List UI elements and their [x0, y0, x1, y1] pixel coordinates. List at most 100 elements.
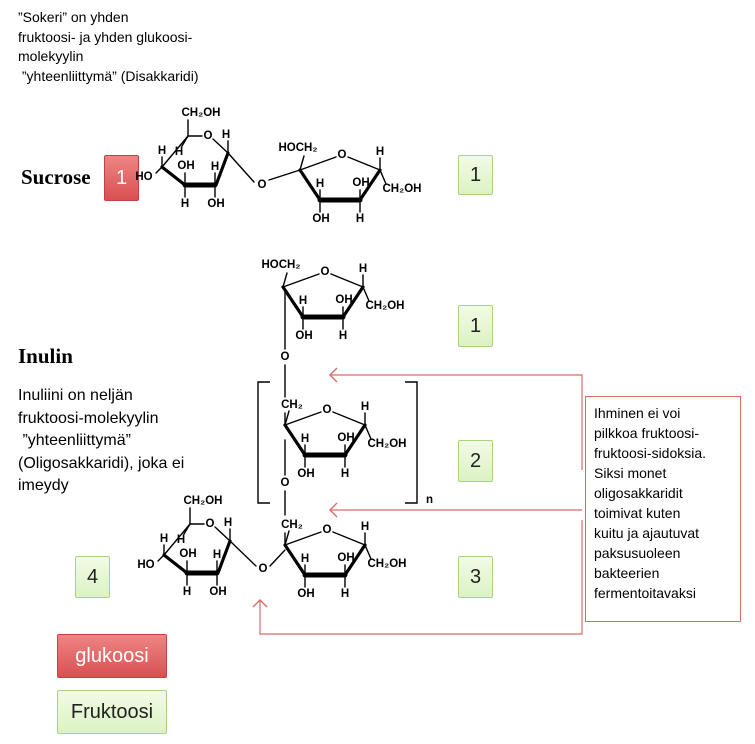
fructose-inulin-top-bond: [330, 273, 364, 288]
glucose-sucrose-oh-label: OH: [177, 160, 194, 172]
fructose-sucrose-bond-bold: [358, 168, 382, 202]
fructose-inulin-bottom-h: H: [341, 588, 349, 600]
intro-text: ”Sokeri” on yhden fruktoosi- ja yhden gl…: [18, 9, 199, 84]
glucose-sucrose-bond: [181, 135, 189, 147]
fructose-inulin-repeat-h: H: [301, 433, 309, 445]
glucose-inulin-bond: [163, 523, 191, 556]
glucose-sucrose-h: H: [175, 146, 183, 158]
fructose-inulin-bottom-ch2oh-label: CH₂OH: [368, 558, 407, 570]
glucose-sucrose-h: H: [158, 145, 166, 157]
fructose-sucrose-ch2oh-label: CH₂OH: [383, 183, 422, 195]
inulin-link-oxygen-1: O: [281, 351, 290, 363]
glucose-inulin-h: H: [160, 533, 168, 545]
fructose-inulin-repeat-oh-label: OH: [337, 432, 354, 444]
glucose-sucrose-ring-oxygen: O: [204, 130, 213, 142]
fructose-inulin-bottom-h: H: [301, 553, 309, 565]
fructose-inulin-bottom-h: H: [361, 521, 369, 533]
glucose-inulin-oh-label: OH: [209, 586, 226, 598]
fructose-sucrose-oh-label: OH: [352, 177, 369, 189]
note-box: Ihminen ei voi pilkkoa fruktoosi- frukto…: [585, 396, 741, 622]
glucose-inulin-bond: [157, 554, 165, 562]
sucrose-title: Sucrose: [21, 165, 91, 189]
fructose-inulin-bottom-bond: [284, 531, 322, 546]
glycosidic-bond: [229, 540, 257, 567]
inulin-top-badge: 1: [458, 305, 493, 347]
arrow-head-3: [252, 599, 268, 608]
glucose-inulin-ch2oh-label: CH₂OH: [184, 495, 223, 507]
fructose-inulin-bottom-oh-label: OH: [297, 588, 314, 600]
arrow-to-link-1: [330, 374, 583, 470]
fructose-sucrose-bond: [299, 155, 305, 171]
fructose-inulin-top-bond-bold: [341, 285, 365, 319]
glucose-inulin-ho-label: HO: [137, 559, 154, 571]
repeat-bracket-left: [257, 381, 270, 504]
fructose-inulin-repeat-bond: [332, 411, 366, 426]
glucose-inulin-bond: [183, 523, 191, 535]
fructose-inulin-repeat-bond: [364, 424, 372, 440]
glycosidic-bond: [268, 169, 301, 181]
glucose-inulin-oh-label: OH: [179, 548, 196, 560]
fructose-inulin-bottom-oh-label: OH: [337, 552, 354, 564]
glycosidic-bond: [227, 152, 255, 183]
fructose-inulin-top-h: H: [339, 330, 347, 342]
fructose-inulin-repeat-ch2oh-label: CH₂OH: [368, 438, 407, 450]
fructose-inulin-bottom-bond-bold: [283, 543, 307, 577]
inulin-glucose-badge: 4: [75, 556, 110, 598]
fructose-inulin-bottom-bond-bold: [343, 543, 367, 577]
repeat-index-n: n: [426, 494, 433, 506]
inulin-repeat-badge: 2: [458, 440, 493, 482]
fructose-sucrose-bond: [347, 156, 381, 171]
glucose-inulin-bond-bold: [216, 539, 232, 575]
glucose-sucrose-bond: [161, 135, 189, 168]
fructose-sucrose-h: H: [316, 178, 324, 190]
glucose-sucrose-h: H: [211, 161, 219, 173]
fructose-inulin-top-ring-oxygen: O: [321, 266, 330, 278]
fructose-inulin-top-hoch2-label: HOCH₂: [262, 259, 301, 271]
inulin-ch2-1: CH₂: [281, 399, 303, 411]
fructose-inulin-top-h: H: [299, 295, 307, 307]
fructose-inulin-top-ch2oh-label: CH₂OH: [366, 300, 405, 312]
fructose-inulin-top-h: H: [359, 263, 367, 275]
glucose-sucrose-oh-label: OH: [207, 198, 224, 210]
inulin-bottom-badge: 3: [458, 556, 493, 598]
glycosidic-oxygen-inulin: O: [259, 563, 268, 575]
glucose-sucrose-ch2oh-label: CH₂OH: [182, 107, 221, 119]
fructose-sucrose-h: H: [376, 146, 384, 158]
fructose-inulin-top-oh-label: OH: [295, 330, 312, 342]
fructose-sucrose-bond: [379, 169, 387, 185]
legend-glucose: glukoosi: [57, 634, 167, 678]
sucrose-glucose-badge: 1: [104, 155, 139, 201]
glucose-sucrose-ho-label: HO: [135, 171, 152, 183]
fructose-inulin-repeat-ring-oxygen: O: [323, 404, 332, 416]
inulin-link-oxygen-2: O: [281, 477, 290, 489]
arrow-head-1: [329, 367, 338, 383]
arrow-head-2: [329, 502, 338, 518]
glucose-sucrose-bond: [212, 138, 229, 154]
fructose-inulin-repeat-h: H: [361, 401, 369, 413]
glucose-sucrose-bond: [155, 166, 163, 174]
fructose-inulin-top-bond-bold: [281, 285, 305, 319]
glucose-inulin-h: H: [183, 586, 191, 598]
sucrose-fructose-badge: 1: [458, 155, 493, 195]
fructose-sucrose-h: H: [356, 213, 364, 225]
glucose-inulin-h: H: [177, 534, 185, 546]
glucose-inulin-h: H: [224, 517, 232, 529]
fructose-inulin-bottom-ring-oxygen: O: [323, 524, 332, 536]
glycosidic-bond: [269, 549, 286, 567]
inulin-ch2-2: CH₂: [281, 519, 303, 531]
fructose-inulin-top-oh-label: OH: [335, 294, 352, 306]
fructose-inulin-top-bond: [282, 273, 320, 288]
fructose-sucrose-bond: [299, 156, 337, 171]
glucose-inulin-bond-bold: [162, 553, 189, 575]
fructose-inulin-top-bond: [282, 272, 288, 288]
glucose-inulin-ring-oxygen: O: [206, 518, 215, 530]
glycosidic-oxygen: O: [258, 179, 267, 191]
fructose-sucrose-bond-bold: [298, 168, 322, 202]
fructose-inulin-top-bond: [362, 286, 370, 302]
glucose-sucrose-h: H: [222, 129, 230, 141]
glucose-sucrose-bond-bold: [160, 165, 187, 187]
fructose-sucrose-oh-label: OH: [312, 213, 329, 225]
arrow-to-glycosidic: [259, 520, 583, 635]
glucose-sucrose-bond-bold: [214, 151, 230, 187]
